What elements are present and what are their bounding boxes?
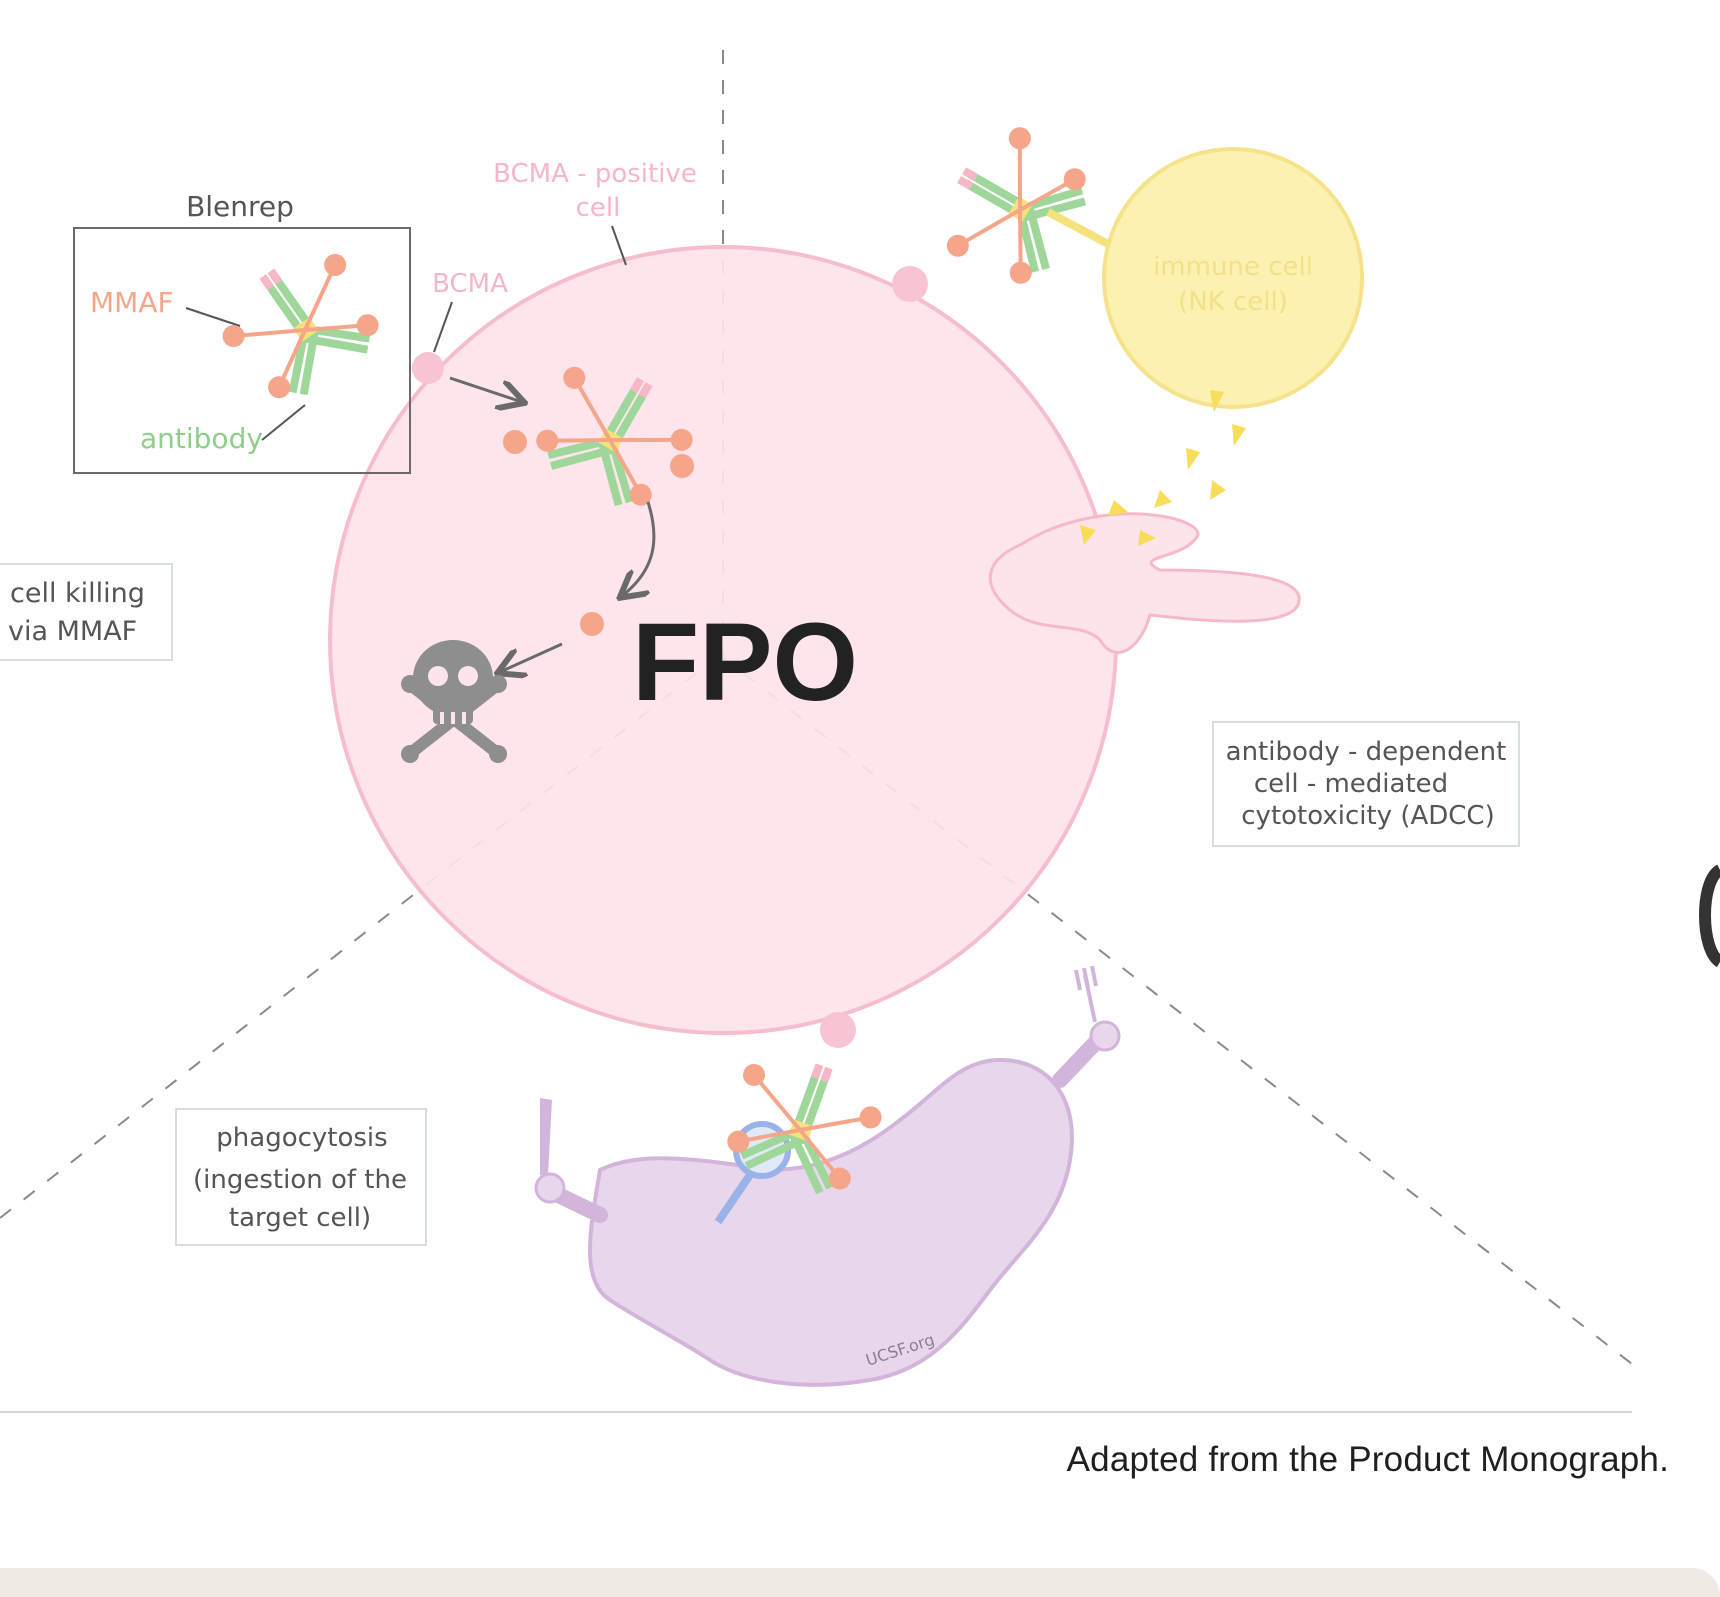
release-arrow	[622, 501, 656, 596]
mmaf-leader	[185, 307, 241, 327]
fc-receptor-nk	[1046, 208, 1112, 249]
antibody-leader	[261, 404, 306, 441]
mechanism-phago-line-1: phagocytosis	[216, 1123, 387, 1153]
bcma-positive-cell-label-1: BCMA - positive	[493, 159, 697, 189]
internalization-arrow	[449, 376, 522, 402]
blenrep-legend-box	[73, 227, 411, 474]
mechanism-adcc-line-3: cytotoxicity (ADCC)	[1241, 801, 1494, 831]
mechanism-phago-line-3: target cell)	[229, 1203, 371, 1233]
mechanism-adcc-line-2: cell - mediated	[1254, 769, 1448, 799]
bottom-panel	[0, 1568, 1720, 1597]
mechanism-killing-line-1: cell killing	[10, 578, 145, 609]
cell-leader	[611, 225, 627, 266]
cytotoxic-granules	[1080, 390, 1246, 546]
mechanism-phago-line-2: (ingestion of the	[193, 1165, 407, 1195]
immune-cell-label-2: (NK cell)	[1178, 287, 1288, 317]
cell-pseudopod	[988, 512, 1301, 654]
bcma-receptor-phago	[820, 1012, 856, 1048]
mechanism-diagram: immune cell (NK cell) Blenrep MMAF antib…	[0, 50, 1720, 1413]
mechanism-adcc-line-1: antibody - dependent	[1226, 737, 1507, 767]
nk-immune-cell	[1102, 147, 1364, 409]
free-mmaf	[503, 430, 527, 454]
mmaf-label: MMAF	[90, 286, 174, 319]
macrophage	[588, 1057, 1074, 1387]
blenrep-label: Blenrep	[186, 190, 294, 223]
free-mmaf	[670, 454, 694, 478]
fpo-stamp: FPO	[632, 601, 858, 724]
bcma-leader	[433, 301, 453, 353]
bcma-receptor-adcc	[892, 266, 928, 302]
mechanism-box-phagocytosis	[175, 1108, 427, 1246]
released-mmaf	[580, 612, 604, 636]
fork-icon	[1074, 965, 1098, 1023]
macrophage-hand-left	[534, 1172, 566, 1204]
mechanism-box-adcc	[1212, 721, 1520, 847]
bcma-positive-cell-label-2: cell	[576, 193, 621, 223]
bcma-label: BCMA	[432, 269, 508, 299]
bcma-receptor	[412, 352, 444, 384]
knife-icon	[540, 1098, 552, 1175]
antibody-label: antibody	[140, 422, 263, 455]
macrophage-hand-right	[1089, 1020, 1121, 1052]
antibody-adcc	[925, 113, 1102, 299]
source-caption: Adapted from the Product Monograph.	[1066, 1440, 1669, 1479]
macrophage-arm-right	[1052, 1032, 1106, 1088]
fc-receptor-stalk	[714, 1169, 756, 1225]
skull-crossbones-icon	[401, 640, 507, 763]
killing-arrow	[500, 642, 563, 672]
immune-cell-label-1: immune cell	[1153, 252, 1313, 282]
edge-clipped-shape	[1699, 864, 1720, 968]
mechanism-killing-line-2: via MMAF	[8, 616, 137, 647]
mechanism-box-killing	[0, 563, 173, 661]
